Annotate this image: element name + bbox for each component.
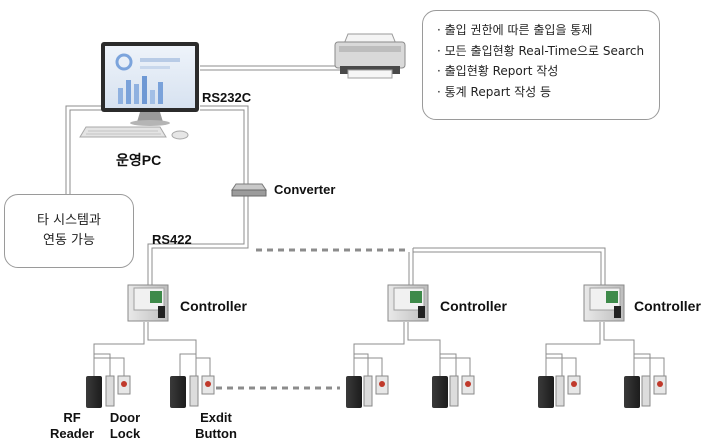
rs232c-label: RS232C — [202, 90, 251, 105]
rf-reader-icon — [538, 376, 554, 408]
controller-label: Controller — [634, 298, 701, 314]
door-lock-icon — [190, 376, 198, 406]
rf-reader-icon — [624, 376, 640, 408]
controller-label: Controller — [180, 298, 247, 314]
door-lock-icon — [106, 376, 114, 406]
rf-reader-icon — [86, 376, 102, 408]
controller-label: Controller — [440, 298, 507, 314]
feature-item: 통계 Repart 작성 등 — [437, 82, 659, 103]
device-group-3 — [346, 376, 388, 408]
feature-list-box: 출입 권한에 따른 출입을 통제 모든 출입현황 Real-Time으로 Sea… — [422, 10, 660, 120]
controller-panel-icon — [584, 285, 624, 321]
feature-list: 출입 권한에 따른 출입을 통제 모든 출입현황 Real-Time으로 Sea… — [437, 20, 659, 102]
other-system-line1: 타 시스템과 — [5, 211, 133, 231]
exit-button-label: Exdit Button — [180, 410, 252, 442]
printer-icon — [335, 34, 405, 78]
door-lock-icon — [450, 376, 458, 406]
device-group-1 — [86, 376, 130, 408]
feature-item: 모든 출입현황 Real-Time으로 Search — [437, 41, 659, 62]
converter-label: Converter — [274, 182, 335, 197]
rs422-label: RS422 — [152, 232, 192, 247]
device-wiring — [94, 322, 664, 376]
controller-panel-icon — [128, 285, 168, 321]
device-group-5 — [538, 376, 580, 408]
door-lock-icon — [642, 376, 650, 406]
monitor-icon — [101, 42, 199, 126]
controller-panel-icon — [388, 285, 428, 321]
keyboard-icon — [80, 127, 166, 137]
rf-reader-icon — [432, 376, 448, 408]
mouse-icon — [172, 131, 188, 139]
rf-reader-icon — [346, 376, 362, 408]
feature-item: 출입현황 Report 작성 — [437, 61, 659, 82]
door-lock-icon — [364, 376, 372, 406]
feature-item: 출입 권한에 따른 출입을 통제 — [437, 20, 659, 41]
rf-reader-label: RF Reader — [36, 410, 108, 442]
other-system-line2: 연동 가능 — [5, 231, 133, 251]
device-group-6 — [624, 376, 666, 408]
door-lock-icon — [556, 376, 564, 406]
device-group-2 — [170, 376, 214, 408]
device-group-4 — [432, 376, 474, 408]
pc-label: 운영PC — [116, 150, 161, 170]
rf-reader-icon — [170, 376, 186, 408]
door-lock-label: Door Lock — [100, 410, 150, 442]
converter-icon — [232, 184, 266, 196]
other-system-box: 타 시스템과 연동 가능 — [4, 194, 134, 268]
